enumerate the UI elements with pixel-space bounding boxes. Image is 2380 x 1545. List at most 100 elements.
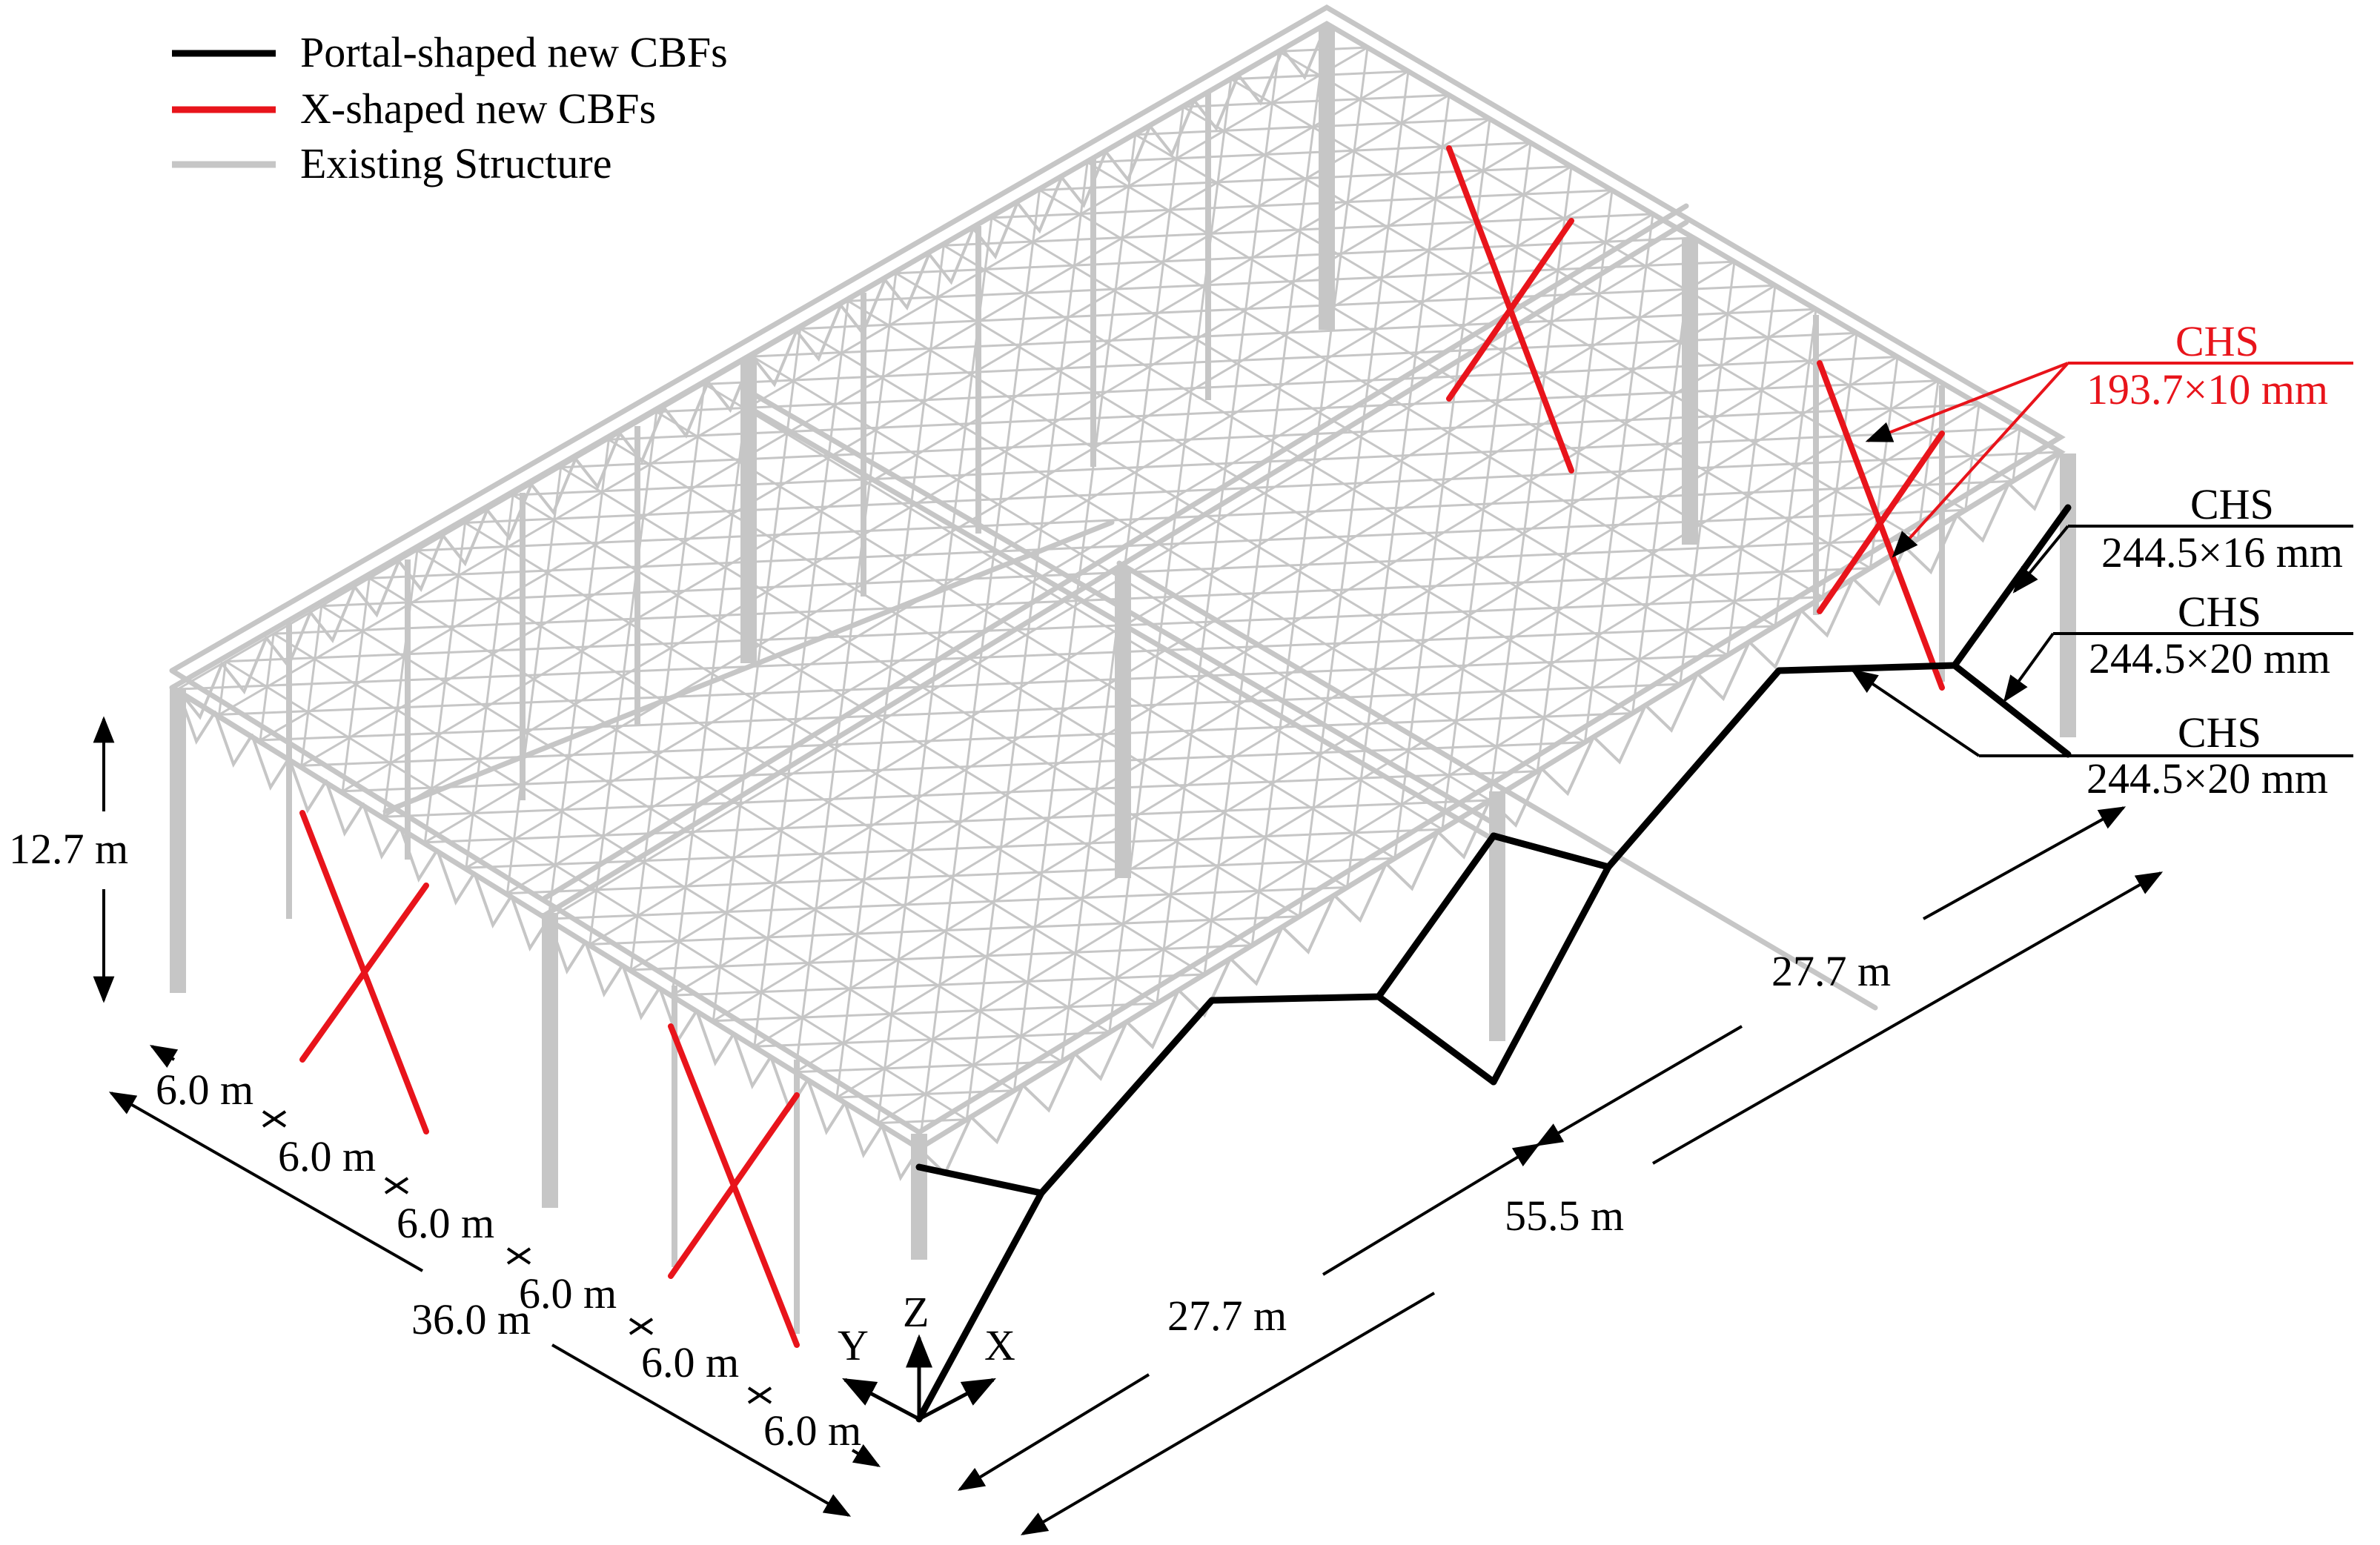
roof-member	[465, 494, 514, 869]
roof-member	[607, 379, 1940, 441]
legend-xbrace-label: X-shaped new CBFs	[300, 84, 656, 133]
roof-member	[1726, 284, 1777, 657]
roof-member	[341, 741, 1586, 793]
z-axis-label: Z	[903, 1288, 929, 1336]
roof-member	[218, 660, 228, 716]
truss-web	[441, 508, 489, 567]
truss-web	[213, 711, 253, 768]
truss-web	[473, 871, 513, 929]
length-half-lower-label: 27.7 m	[1167, 1292, 1287, 1340]
truss-web	[1748, 608, 1803, 670]
roof-member	[629, 944, 1253, 971]
bay-6-label: 6.0 m	[763, 1406, 861, 1455]
truss-web	[1333, 862, 1388, 923]
roof-member	[794, 272, 898, 1074]
bay-3-label: 6.0 m	[397, 1199, 494, 1247]
roof-member	[341, 577, 371, 793]
truss-web	[362, 803, 402, 860]
roof-member	[1250, 46, 1369, 947]
roof-member	[1203, 22, 1328, 976]
roof-member	[753, 299, 849, 1048]
truss-web	[843, 1101, 884, 1159]
truss-web	[795, 303, 843, 362]
dimension-labels: 12.7 m 6.0 m 6.0 m 6.0 m 6.0 m 6.0 m 6.0…	[9, 825, 1891, 1455]
roof-member	[589, 411, 658, 946]
legend-existing-label: Existing Structure	[300, 139, 611, 187]
truss-web	[1060, 150, 1107, 208]
chs3-title: CHS	[2178, 708, 2261, 757]
roof-member	[589, 915, 1301, 946]
truss-web	[1385, 830, 1439, 891]
bay-5-label: 6.0 m	[641, 1338, 739, 1386]
truss-web	[1696, 640, 1751, 702]
coordinate-axes: Z Y X	[838, 1288, 1015, 1421]
truss-web	[574, 431, 622, 490]
roof-member	[225, 596, 1824, 663]
x-brace-left-1	[299, 810, 429, 1134]
truss-web	[927, 227, 975, 285]
truss-web	[1073, 1020, 1128, 1081]
dimension-lines	[93, 362, 2353, 1535]
truss-web	[1281, 894, 1336, 954]
existing-structure	[169, 4, 2076, 1334]
roof-member	[416, 479, 2015, 552]
x-shaped-cbfs	[299, 145, 1945, 1348]
truss-web	[1104, 124, 1152, 183]
truss-webs	[176, 22, 2062, 1182]
truss-web	[1177, 957, 1232, 1018]
roof-member	[259, 632, 275, 742]
roof-member	[1108, 78, 1233, 1034]
truss-web	[308, 585, 357, 644]
legend: Portal-shaped new CBFs X-shaped new CBFs…	[172, 28, 728, 187]
y-axis-label: Y	[838, 1321, 869, 1369]
roof-member	[799, 284, 1777, 330]
roof-member	[218, 654, 1729, 716]
roof-member	[942, 213, 1654, 247]
legend-portal-label: Portal-shaped new CBFs	[300, 28, 728, 76]
roof-member	[629, 382, 706, 971]
truss-web	[662, 380, 710, 439]
roof-member	[712, 1002, 1158, 1023]
red-chs-size: 193.7×10 mm	[2086, 365, 2328, 413]
posts	[286, 93, 1945, 1334]
truss-web	[2007, 451, 2062, 511]
roof-member	[382, 770, 1539, 818]
roof-member	[1821, 331, 1858, 599]
truss-web	[806, 1078, 846, 1136]
truss-web	[1800, 577, 1854, 638]
roof-member	[671, 355, 754, 997]
chs-annotations: CHS 193.7×10 mm CHS 244.5×16 mm CHS 244.…	[2086, 317, 2343, 803]
bay-1-label: 6.0 m	[156, 1066, 253, 1114]
truss-web	[1193, 73, 1240, 132]
truss-web	[288, 757, 328, 814]
length-half-upper-label: 27.7 m	[1771, 947, 1891, 995]
truss-web	[1229, 925, 1284, 986]
roof-member	[835, 244, 945, 1099]
roof-member	[382, 549, 419, 818]
x-brace-back-1	[1446, 145, 1574, 474]
roof-member	[300, 712, 1634, 767]
roof-member	[505, 466, 563, 895]
x-axis-arrow	[918, 1378, 996, 1421]
roof-member	[1536, 189, 1614, 773]
roof-member	[876, 216, 993, 1125]
truss-web	[1436, 799, 1491, 860]
truss-web	[883, 252, 931, 311]
length-total-label: 55.5 m	[1505, 1192, 1624, 1240]
chs2-size: 244.5×20 mm	[2089, 634, 2330, 682]
roof-member	[1298, 70, 1410, 918]
roof-member	[272, 567, 1872, 635]
truss-web	[220, 636, 268, 695]
truss-web	[1236, 47, 1285, 106]
truss-web	[325, 780, 365, 837]
truss-web	[353, 559, 401, 618]
truss-web	[1955, 482, 2010, 543]
x-axis-label: X	[984, 1321, 1015, 1369]
roof-member	[1488, 165, 1573, 802]
roof-member	[918, 189, 1041, 1150]
truss-web	[969, 1083, 1024, 1145]
truss-web	[618, 406, 666, 465]
truss-web	[1592, 703, 1647, 765]
height-label: 12.7 m	[9, 825, 128, 873]
roof-member	[560, 403, 1980, 469]
